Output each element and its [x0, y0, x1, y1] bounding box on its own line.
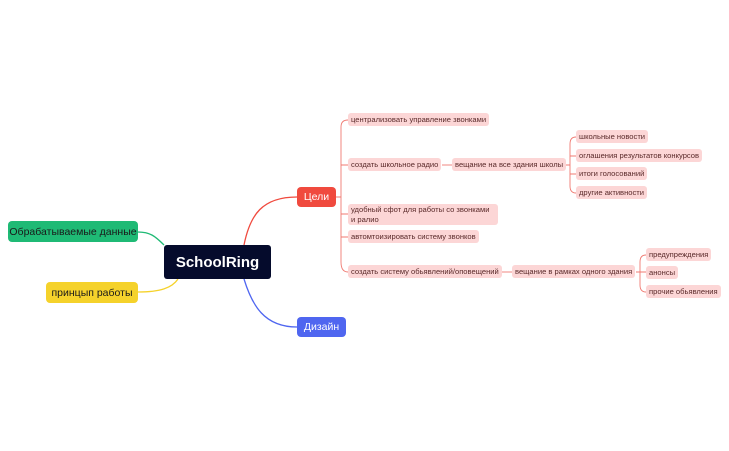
notify-item-announcements[interactable]: анонсы	[646, 266, 679, 279]
notify-item-other-notices[interactable]: прочие обьявления	[646, 285, 721, 298]
node-work-principle[interactable]: принцып работы	[46, 282, 138, 303]
radio-item-other-activities[interactable]: другие активности	[576, 186, 648, 199]
connector-root-design	[243, 278, 298, 328]
connector-notify-leaves	[636, 254, 647, 293]
radio-item-vote-results[interactable]: итоги голосований	[576, 167, 648, 180]
notify-broadcast-one-building[interactable]: вещание в рамках одного здания	[512, 265, 636, 278]
radio-item-school-news[interactable]: школьные новости	[576, 130, 649, 143]
connector-goals-items	[341, 164, 348, 238]
root-node[interactable]: SchoolRing	[164, 245, 271, 279]
connector-root-data	[137, 231, 165, 246]
radio-broadcast-all-buildings[interactable]: вещание на все здания школы	[452, 158, 567, 171]
node-goals[interactable]: Цели	[297, 187, 336, 207]
goal-centralize-bells[interactable]: централизовать управление звонками	[348, 113, 490, 126]
notify-item-warnings[interactable]: предупреждения	[646, 248, 712, 261]
connector-root-goals	[243, 196, 298, 246]
goal-convenient-software[interactable]: удобный сфот для работы со звонками и ра…	[348, 204, 498, 225]
goal-school-radio[interactable]: создать школьное радио	[348, 158, 442, 171]
connector-root-principle	[137, 278, 179, 293]
goal-notification-system[interactable]: создать систему обьявлений/оповещений	[348, 265, 502, 278]
connector-goals-bracket	[336, 119, 349, 273]
node-processed-data[interactable]: Обрабатываемые данные	[8, 221, 138, 242]
radio-item-contest-results[interactable]: оглашения результатов конкурсов	[576, 149, 703, 162]
connector-radio-leaves	[566, 136, 577, 194]
node-design[interactable]: Дизайн	[297, 317, 346, 337]
goal-automate-bells[interactable]: автомтоизировать систему звонков	[348, 230, 479, 243]
